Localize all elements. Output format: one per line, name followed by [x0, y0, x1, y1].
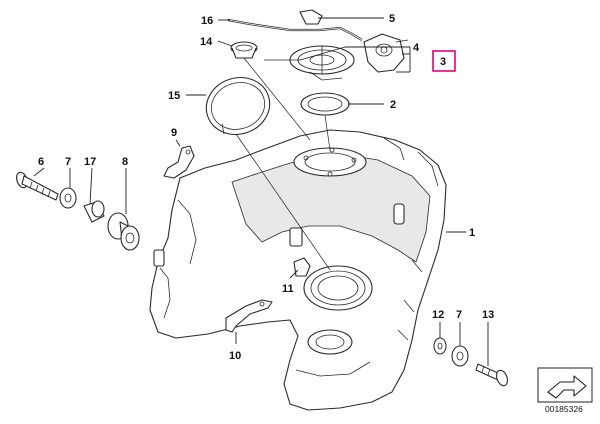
callout-9[interactable]: 9 [171, 127, 177, 139]
washer-part-7a[interactable] [59, 187, 77, 209]
callout-7-left[interactable]: 7 [65, 156, 71, 168]
rubber-mount-part-11[interactable] [293, 257, 311, 277]
callout-17[interactable]: 17 [84, 156, 96, 168]
callout-labels: 16 5 14 4 3 15 2 9 6 7 17 8 1 11 12 7 13… [38, 13, 494, 362]
seal-ring-part-15[interactable] [199, 69, 277, 142]
arrow-icon [547, 375, 587, 399]
nav-arrow-box[interactable] [537, 367, 593, 403]
callout-5[interactable]: 5 [389, 13, 395, 25]
clip-part-5[interactable] [299, 9, 323, 25]
highlight-box-part-3 [432, 50, 456, 72]
callout-4[interactable]: 4 [413, 42, 420, 54]
leader-lines [33, 17, 489, 366]
callout-16[interactable]: 16 [201, 15, 213, 27]
bolt-part-13[interactable] [475, 363, 509, 387]
callout-11[interactable]: 11 [282, 283, 294, 295]
pump-connector-part-3[interactable] [363, 33, 409, 73]
callout-7-right[interactable]: 7 [456, 309, 462, 321]
callout-1[interactable]: 1 [469, 227, 475, 239]
spacer-part-17[interactable] [83, 200, 105, 223]
callout-8[interactable]: 8 [122, 156, 128, 168]
bracket-part-10[interactable] [225, 299, 273, 333]
drawing-code: 00185326 [545, 404, 583, 414]
grommet-part-8[interactable] [107, 212, 140, 251]
washer-part-7b[interactable] [451, 345, 469, 367]
bracket-part-9[interactable] [163, 145, 195, 179]
callout-14[interactable]: 14 [200, 36, 213, 48]
callout-2[interactable]: 2 [390, 99, 396, 111]
bolt-part-6[interactable] [15, 171, 59, 201]
callout-13[interactable]: 13 [482, 309, 494, 321]
pump-flange-part-4[interactable] [289, 45, 355, 81]
callout-12[interactable]: 12 [432, 309, 444, 321]
cap-part-14[interactable] [230, 41, 258, 59]
callout-15[interactable]: 15 [168, 90, 180, 102]
callout-10[interactable]: 10 [229, 350, 241, 362]
callout-3[interactable]: 3 [440, 56, 446, 68]
callout-6[interactable]: 6 [38, 156, 44, 168]
vent-line-part-16[interactable] [227, 18, 363, 41]
seal-part-2[interactable] [300, 92, 350, 116]
washer-part-12[interactable] [433, 337, 447, 355]
